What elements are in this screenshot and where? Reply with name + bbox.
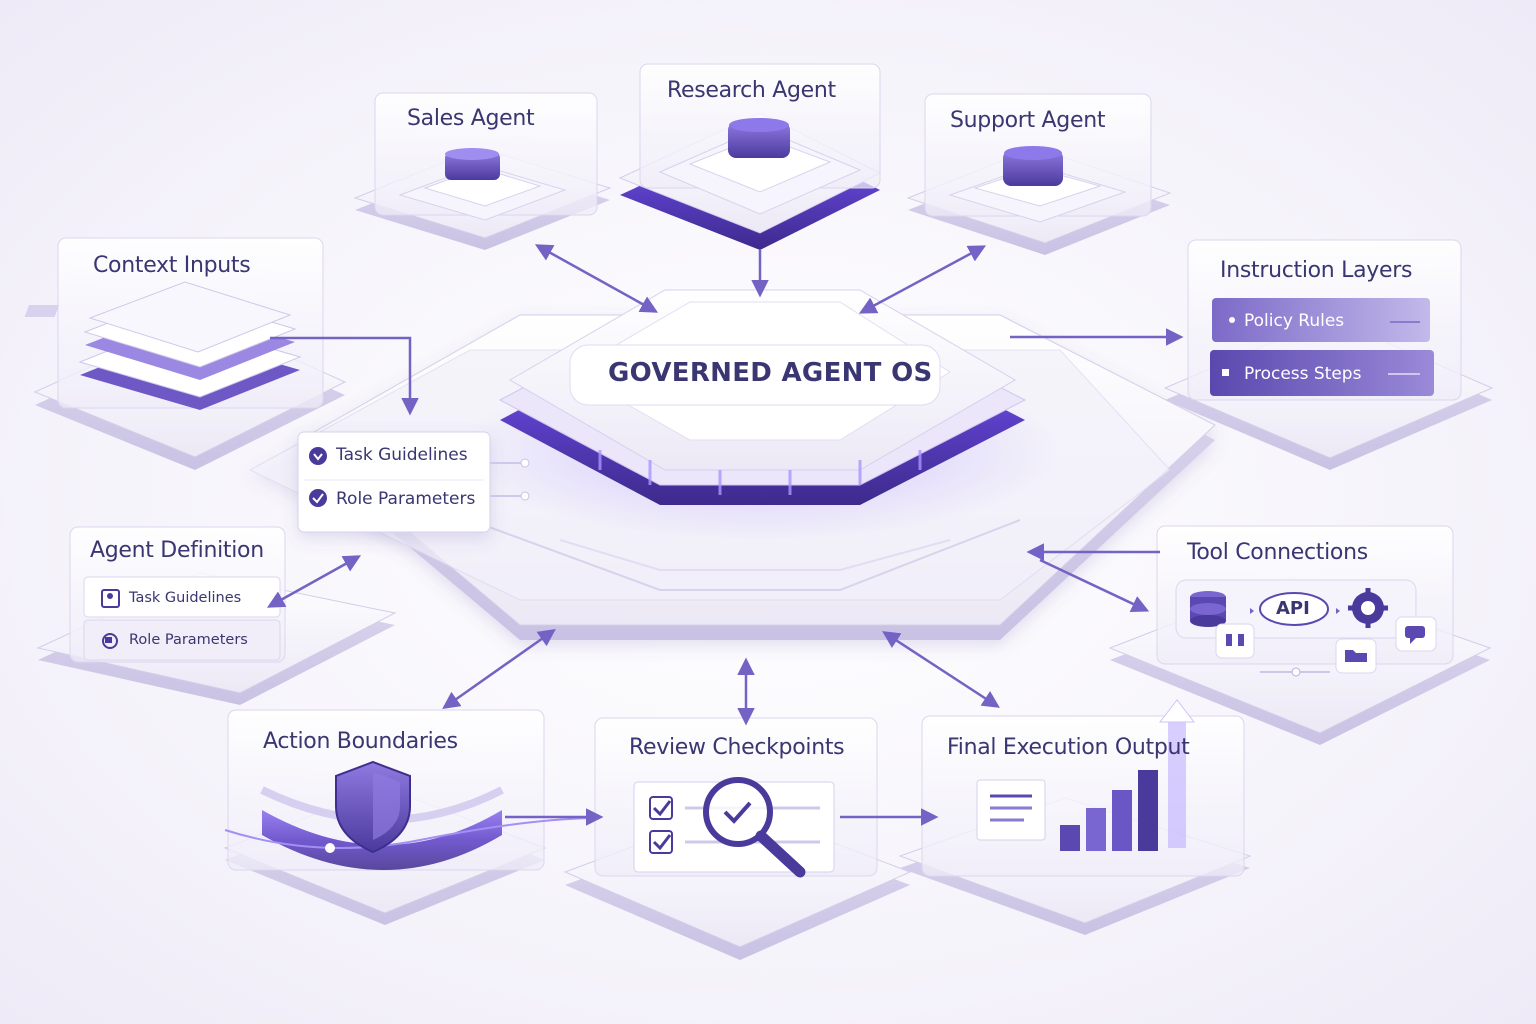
up-arrow-icon [1158,699,1196,848]
database-icon [1190,591,1226,627]
bullet-icon [1229,317,1235,323]
arrow-core-action [442,628,556,710]
research-agent-title: Research Agent [667,78,836,103]
context-inputs-card[interactable] [24,237,347,470]
research-agent-card[interactable] [618,63,882,250]
bar-chart-icon [1060,770,1158,851]
connector-arrows [266,244,1184,826]
magnifier-icon [703,777,806,878]
core-chips-card[interactable] [297,431,530,533]
instruction-layers-card[interactable] [1163,239,1494,470]
agent-def-task-label: Task Guidelines [129,590,242,606]
core-module [460,289,1060,540]
api-label: API [1276,598,1310,619]
gear-icon [1348,588,1388,628]
arrow-sales-core [534,244,659,313]
cube-icon [728,118,790,158]
instruction-layers-title: Instruction Layers [1220,258,1413,283]
arrow-context-core [270,336,419,416]
agent-definition-title: Agent Definition [90,538,264,563]
cube-icon [1003,146,1063,186]
process-steps-chip[interactable] [1210,350,1434,396]
api-icon [1259,592,1329,626]
pause-icon [1215,623,1255,659]
policy-rules-label: Policy Rules [1244,311,1345,331]
tool-connections-title: Tool Connections [1187,540,1368,565]
support-agent-card[interactable] [906,93,1172,255]
arrow-core-tool [1039,558,1150,612]
agent-def-role-label: Role Parameters [129,632,248,648]
review-checkpoints-card[interactable] [563,717,912,960]
download-icon [309,447,327,465]
context-inputs-title: Context Inputs [93,253,251,278]
action-boundaries-card[interactable] [223,709,591,925]
task-guidelines-label: Task Guidelines [336,445,468,465]
final-output-title: Final Execution Output [947,735,1190,760]
policy-rules-chip[interactable] [1212,298,1430,342]
cube-icon [445,148,500,180]
folder-icon [1335,638,1377,674]
shield-icon [335,760,411,854]
center-title: GOVERNED AGENT OS [608,358,933,388]
process-steps-label: Process Steps [1244,364,1362,384]
review-checkpoints-title: Review Checkpoints [629,735,845,760]
arrow-support-core [858,245,987,314]
sales-agent-title: Sales Agent [407,106,535,131]
final-output-card[interactable] [898,699,1252,935]
action-boundaries-title: Action Boundaries [263,729,458,754]
tool-connections-card[interactable] [1108,525,1492,745]
arrow-agentdef-core [266,555,362,608]
arrow-core-output [882,631,1000,708]
chat-icon [1395,616,1437,652]
checklist-icon [633,781,835,873]
refresh-icon [102,633,118,649]
id-card-icon [101,589,120,608]
role-parameters-label: Role Parameters [336,489,476,509]
report-icon [976,779,1046,841]
sales-agent-card[interactable] [353,92,612,250]
support-agent-title: Support Agent [950,108,1106,133]
bullet-icon [1222,369,1229,376]
check-circle-icon [309,489,327,507]
document-stack-icon [24,281,302,410]
